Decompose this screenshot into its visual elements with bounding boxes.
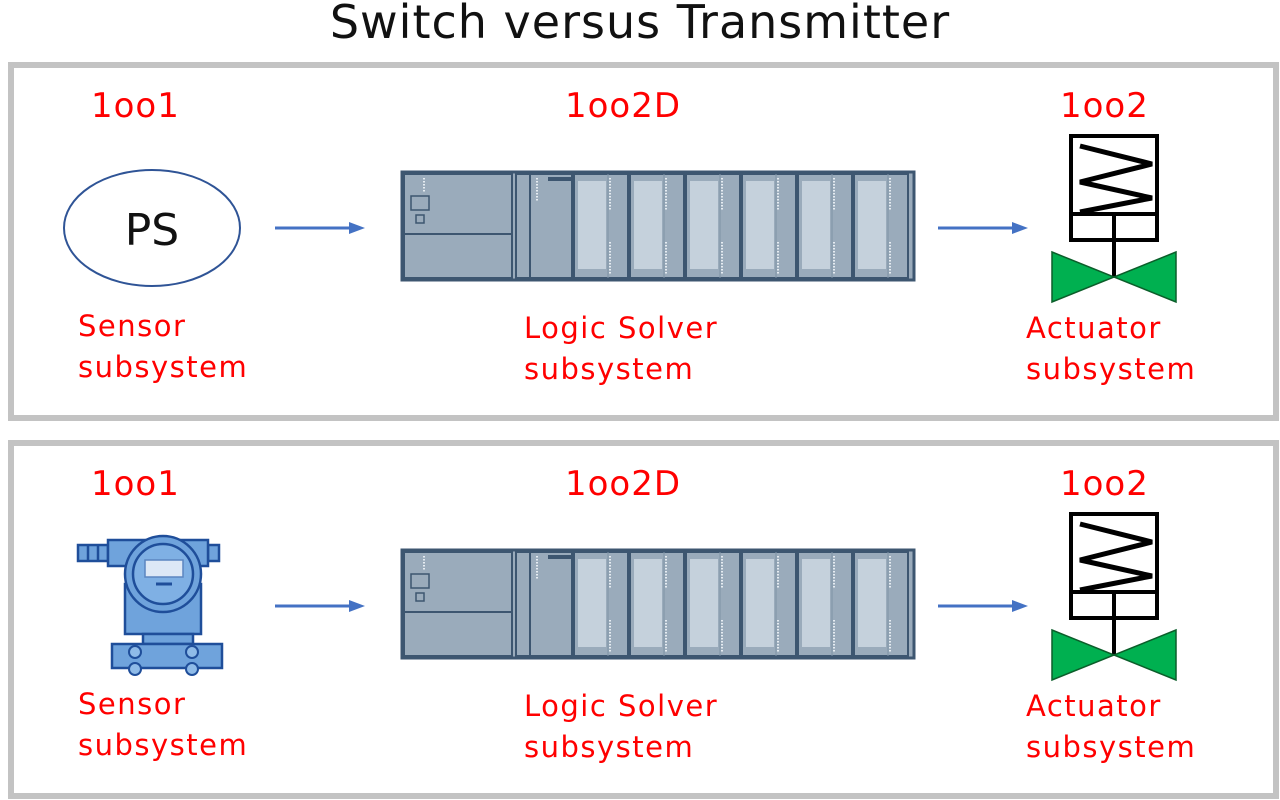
arrow-icon bbox=[938, 600, 1028, 612]
logic-label-line2: subsystem bbox=[524, 730, 695, 764]
switch-panel: 1oo1 1oo2D 1oo2 PS Sensor subsystem Logi… bbox=[8, 62, 1279, 421]
actuator-voting-label: 1oo2 bbox=[1060, 86, 1149, 126]
sensor-label-line2: subsystem bbox=[78, 728, 249, 762]
pressure-transmitter-icon bbox=[76, 534, 224, 676]
logic-label-line1: Logic Solver bbox=[524, 311, 719, 345]
sensor-voting-label: 1oo1 bbox=[91, 464, 180, 504]
actuator-label-line2: subsystem bbox=[1026, 352, 1197, 386]
ps-text: PS bbox=[125, 205, 179, 256]
logic-label-line2: subsystem bbox=[524, 352, 695, 386]
spring-valve-icon bbox=[1051, 134, 1177, 304]
actuator-voting-label: 1oo2 bbox=[1060, 464, 1149, 504]
spring-valve-icon bbox=[1051, 512, 1177, 682]
pressure-switch-icon: PS bbox=[63, 169, 241, 287]
sensor-label-line1: Sensor bbox=[78, 309, 187, 343]
actuator-label-line2: subsystem bbox=[1026, 730, 1197, 764]
diagram-title: Switch versus Transmitter bbox=[329, 0, 951, 49]
transmitter-panel: 1oo1 1oo2D 1oo2 bbox=[8, 440, 1279, 799]
sensor-label-line1: Sensor bbox=[78, 687, 187, 721]
logic-label-line1: Logic Solver bbox=[524, 689, 719, 723]
sensor-voting-label: 1oo1 bbox=[91, 86, 180, 126]
plc-rack-icon bbox=[400, 170, 916, 282]
arrow-icon bbox=[275, 222, 365, 234]
plc-rack-icon bbox=[400, 548, 916, 660]
sensor-label-line2: subsystem bbox=[78, 350, 249, 384]
arrow-icon bbox=[938, 222, 1028, 234]
actuator-label-line1: Actuator bbox=[1026, 311, 1162, 345]
logic-voting-label: 1oo2D bbox=[565, 464, 682, 504]
arrow-icon bbox=[275, 600, 365, 612]
actuator-label-line1: Actuator bbox=[1026, 689, 1162, 723]
logic-voting-label: 1oo2D bbox=[565, 86, 682, 126]
